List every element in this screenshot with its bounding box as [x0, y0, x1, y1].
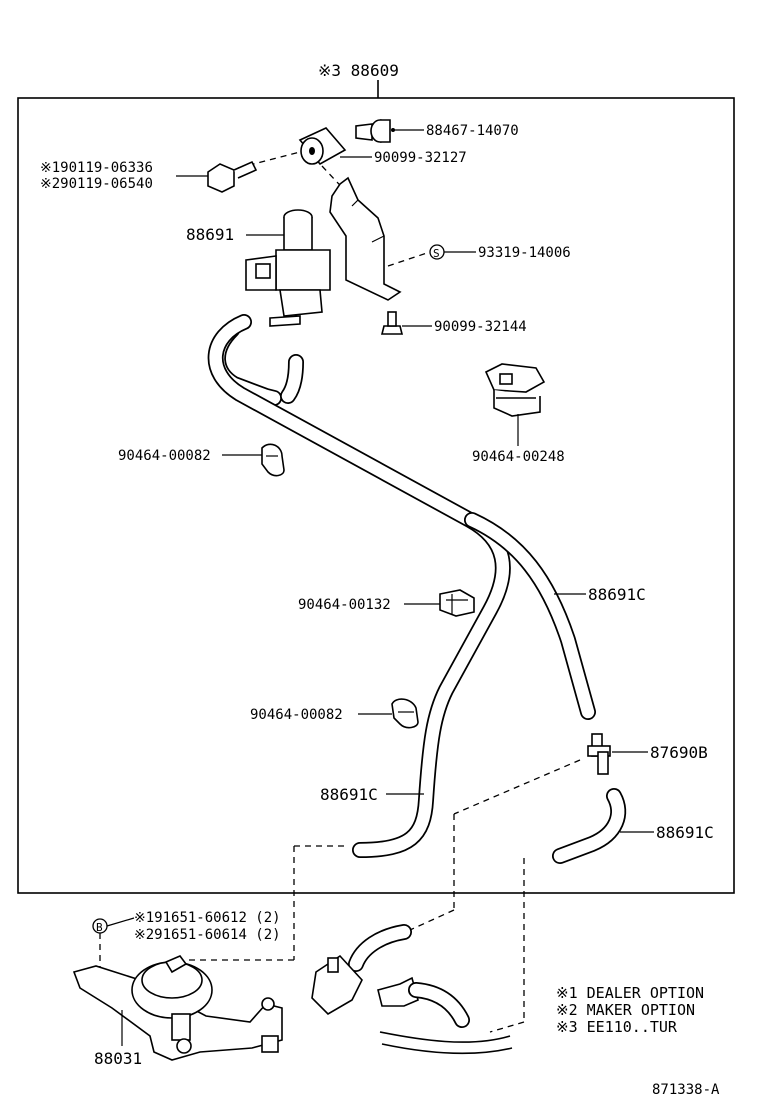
clamp-upper-label[interactable]: 90464-00082	[118, 448, 211, 464]
lower-hose-fitting[interactable]	[311, 924, 412, 1016]
hose-right-label[interactable]: 88691C	[588, 585, 646, 604]
vsv-valve-part[interactable]	[245, 209, 331, 327]
actuator-part[interactable]	[72, 955, 283, 1061]
actuator-label[interactable]: 88031	[94, 1049, 142, 1068]
note-2: ※2 MAKER OPTION	[556, 1001, 695, 1019]
assembly-frame	[17, 97, 735, 894]
cushion-label[interactable]: 90099-32127	[374, 150, 467, 166]
tee-fitting-part[interactable]	[587, 733, 611, 775]
vsv-label[interactable]: 88691	[186, 225, 234, 244]
grommet-label[interactable]: 90099-32144	[434, 319, 527, 335]
bolt-label-1[interactable]: ※190119-06336	[40, 160, 153, 176]
s-bolt-label[interactable]: 93319-14006	[478, 245, 571, 261]
s-marker-text: S	[433, 247, 440, 260]
bolt-label-2[interactable]: ※290119-06540	[40, 176, 153, 192]
clamp-upper-part[interactable]	[261, 443, 285, 477]
assembly-label[interactable]: ※3 88609	[318, 61, 399, 80]
note-1: ※1 DEALER OPTION	[556, 984, 704, 1002]
hex-bolt-part[interactable]	[207, 160, 258, 193]
b-bolt-label-2[interactable]: ※291651-60614 (2)	[134, 927, 281, 943]
cushion-part[interactable]	[298, 127, 347, 166]
figure-number: 871338-A	[652, 1082, 720, 1098]
lower-pipe-fitting[interactable]	[377, 976, 513, 1054]
clamp-lower-label[interactable]: 90464-00082	[250, 707, 343, 723]
clamp-lower-part[interactable]	[391, 698, 419, 729]
b-marker-text: B	[96, 921, 103, 934]
hose-small-label[interactable]: 88691C	[656, 823, 714, 842]
note-3: ※3 EE110..TUR	[556, 1018, 678, 1036]
grommet-part[interactable]	[380, 311, 404, 335]
clamp-middle-part[interactable]	[439, 589, 475, 617]
flange-bolt-part[interactable]	[355, 119, 391, 143]
flange-bolt-label[interactable]: 88467-14070	[426, 123, 519, 139]
tee-label[interactable]: 87690B	[650, 743, 708, 762]
b-bolt-label-1[interactable]: ※191651-60612 (2)	[134, 910, 281, 926]
connector-clamp-label[interactable]: 90464-00248	[472, 449, 565, 465]
clamp-middle-label[interactable]: 90464-00132	[298, 597, 391, 613]
connector-clamp-part[interactable]	[484, 363, 546, 417]
bracket-part[interactable]	[329, 176, 402, 301]
hose-center-label[interactable]: 88691C	[320, 785, 378, 804]
